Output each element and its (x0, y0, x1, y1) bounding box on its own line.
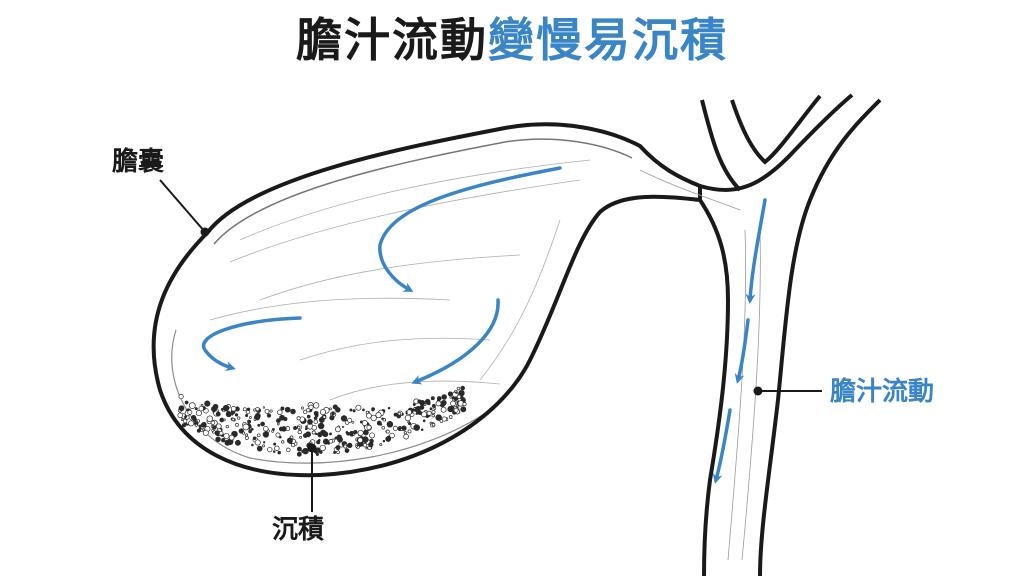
sediment-label: 沉積 (272, 515, 325, 545)
page-title: 膽汁流動變慢易沉積 (0, 10, 1024, 70)
title-accent-part: 變慢易沉積 (488, 13, 728, 67)
flow-arrow-upper (378, 166, 562, 292)
flow-arrow-duct-3 (712, 408, 732, 484)
gallbladder-sac (151, 122, 702, 478)
bile-duct (639, 93, 882, 576)
flow-arrows (201, 166, 767, 484)
flow-arrow-left (201, 316, 302, 372)
gallbladder-label: 膽囊 (112, 147, 165, 177)
bile-flow-label: 膽汁流動 (830, 377, 935, 407)
callout-bile-flow (753, 386, 822, 396)
sediment-particles (177, 385, 467, 457)
title-dark-part: 膽汁流動 (296, 13, 488, 67)
flow-arrow-duct-2 (734, 318, 750, 384)
flow-arrow-duct-1 (745, 198, 767, 304)
callout-gallbladder (159, 179, 210, 237)
callout-sediment (307, 443, 317, 512)
flow-arrow-lower (411, 298, 500, 385)
